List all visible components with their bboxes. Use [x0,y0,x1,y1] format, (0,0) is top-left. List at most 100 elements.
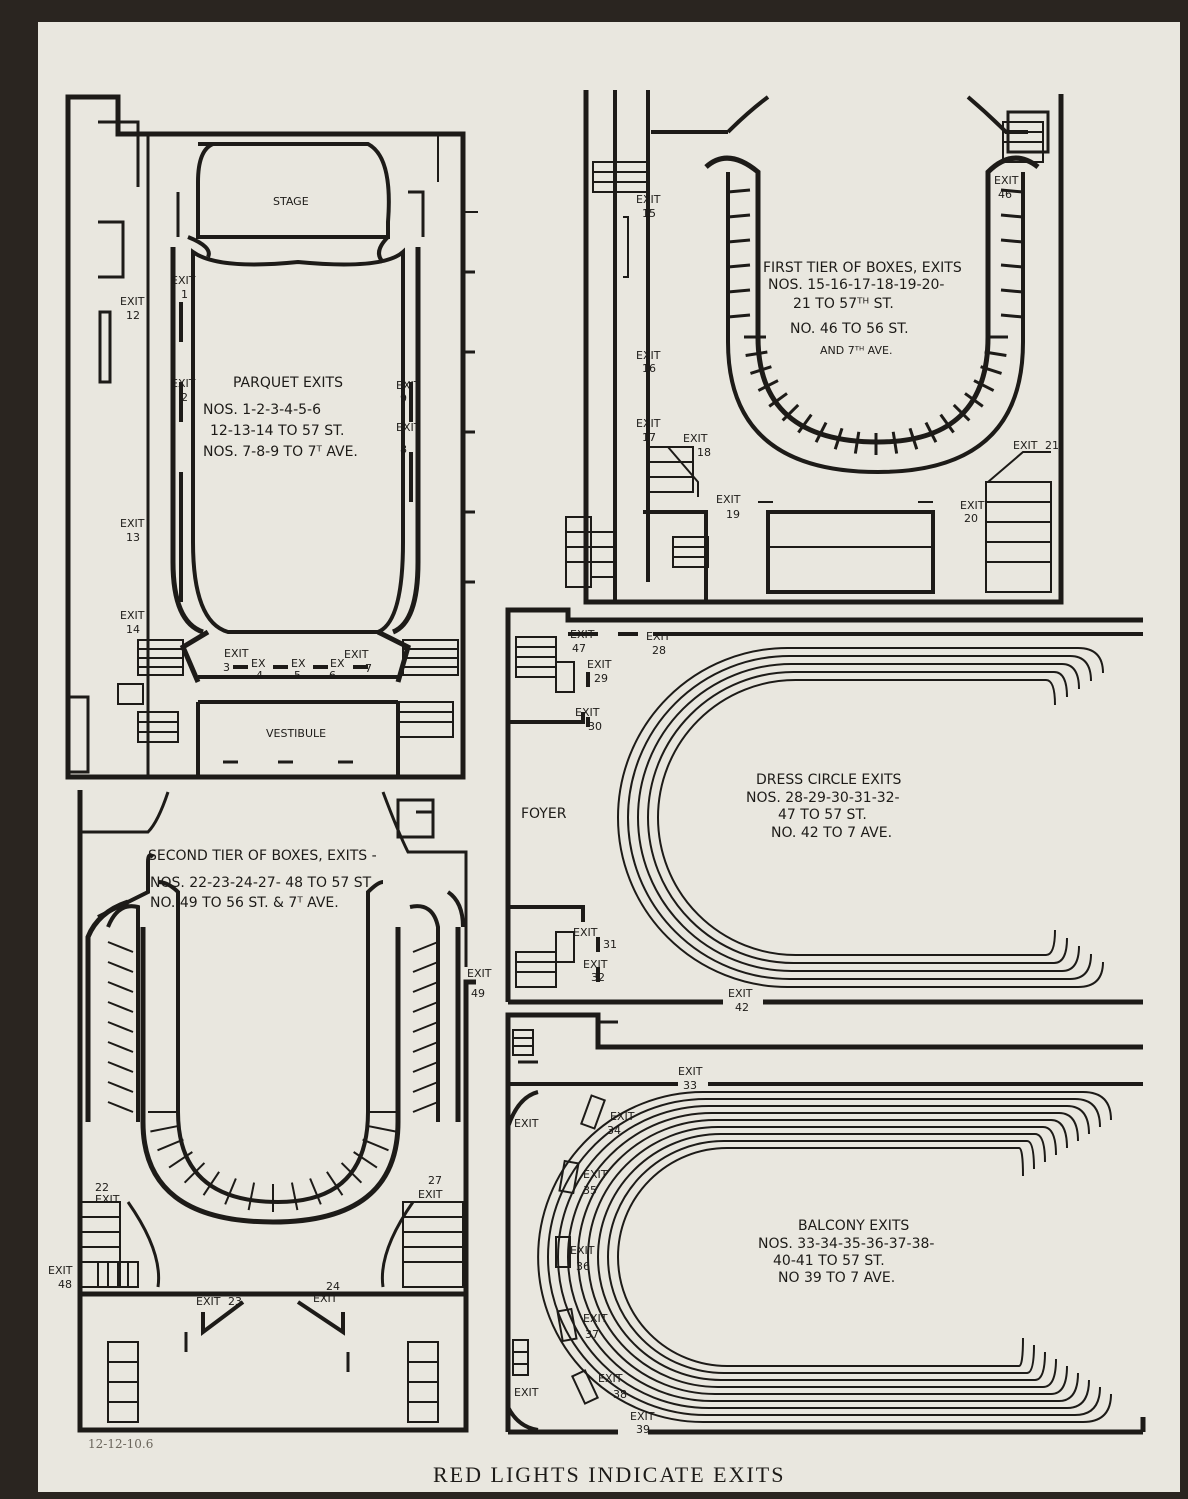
plan-stroke [1000,238,1024,244]
first-tier-title: FIRST TIER OF BOXES, EXITS [763,260,962,276]
seat-row [1042,1358,1057,1388]
exit-number: 38 [613,1388,627,1401]
plan-stroke [326,1171,344,1196]
dress-circle-line-2: 47 TO 57 ST. [778,807,867,823]
plan-stroke [353,1151,378,1169]
exit-label: EXIT [224,647,249,660]
seat-row [597,1133,1035,1381]
exit-label: EXIT [575,706,600,719]
plan-stroke [1000,188,1024,194]
dress-circle-line-1: NOS. 28-29-30-31-32- [746,790,900,806]
seat-row [1053,937,1068,964]
plan-stroke [727,188,751,194]
plan-stroke [183,1162,206,1184]
plan-stroke [107,1021,134,1033]
exit-label: EXIT [960,499,985,512]
parquet-plan: STAGE VESTIBULE PARQUET EXITS NOS. 1-2-3… [65,94,478,780]
exit-label: EXIT [196,1295,221,1308]
plan-stroke [107,1101,134,1113]
program-page: STAGE VESTIBULE PARQUET EXITS NOS. 1-2-3… [38,22,1180,1492]
plan-stroke [107,981,134,993]
second-tier-line-2: NO. 49 TO 56 ST. & 7ᵀ AVE. [150,895,339,911]
plan-stroke [891,431,899,454]
first-tier-line-3: NO. 46 TO 56 ST. [790,321,909,337]
plan-stroke [797,413,813,434]
plan-stroke [412,1021,439,1033]
exit-label: EXIT [630,1410,655,1423]
plan-stroke [727,213,751,219]
plan-stroke [833,427,844,450]
ex-label: EX [251,657,266,670]
exit-label: EXIT [120,609,145,622]
plan-stroke [768,392,788,408]
seat-row [567,1112,1059,1402]
seat-row [1069,655,1092,682]
exit-number: 15 [642,207,656,220]
exit-number: 33 [683,1079,697,1092]
plan-stroke [1000,288,1024,294]
plan-stroke [362,1138,389,1152]
plan-stroke [412,961,439,973]
exit-number: 22 [95,1181,109,1194]
theatre-floor-plans: STAGE VESTIBULE PARQUET EXITS NOS. 1-2-3… [48,90,1146,1487]
exit-number: 13 [126,531,140,544]
seat-row [1061,945,1080,972]
exit-number: 31 [603,938,617,951]
exit-number: 47 [572,642,586,655]
plan-stroke [727,263,751,269]
exit-label: EXIT [610,1110,635,1123]
exit-number: 6 [329,669,336,682]
seat-row [1026,1344,1035,1374]
exit-label: EXIT [587,658,612,671]
plan-stroke [727,313,751,319]
first-tier-line-2: 21 TO 57ᵀᴴ ST. [793,296,894,312]
seat-row [537,1091,1083,1423]
plan-stroke [412,1041,439,1053]
seat-row [1082,1393,1112,1423]
seat-row [1066,1379,1090,1409]
plan-stroke [980,365,1003,375]
first-tier-plan: FIRST TIER OF BOXES, EXITS NOS. 15-16-17… [565,90,1064,605]
exit-label: EXIT [396,421,421,434]
plan-stroke [247,1182,256,1211]
exit-label: EXIT [583,958,608,971]
exit-label: EXIT [95,1193,120,1206]
plan-stroke [340,1162,363,1184]
plan-stroke [939,413,955,434]
balcony-line-2: 40-41 TO 57 ST. [773,1253,885,1269]
exit-number: 39 [636,1423,650,1436]
seat-row [1074,1386,1101,1416]
seat-row [1050,1119,1068,1149]
seat-row [1042,1126,1057,1156]
exit-number: 5 [294,669,301,682]
plan-stroke [814,421,828,443]
exit-label: EXIT [583,1312,608,1325]
plan-stroke [107,941,134,953]
seat-row [1034,1351,1046,1381]
exit-number: 18 [697,446,711,459]
exit-number: 19 [726,508,740,521]
balcony-plan: BALCONY EXITS NOS. 33-34-35-36-37-38- 40… [505,1012,1146,1436]
exit-number: 34 [607,1124,621,1137]
plan-stroke [1000,213,1024,219]
exit-label: EXIT [994,174,1019,187]
plan-stroke [727,288,751,294]
dress-circle-line-3: NO. 42 TO 7 AVE. [771,825,892,841]
plan-stroke [412,1001,439,1013]
exit-number: 16 [642,362,656,375]
second-tier-title: SECOND TIER OF BOXES, EXITS - [148,848,377,864]
exit-label: EXIT [418,1188,443,1201]
footer-caption: RED LIGHTS INDICATE EXITS [433,1462,785,1487]
exit-number: 9 [400,392,407,405]
plan-stroke [309,1178,322,1205]
seat-row [657,679,1046,956]
exit-number: 29 [594,672,608,685]
plan-stroke [964,392,984,408]
seat-row [557,1105,1067,1409]
exit-number: 8 [400,443,407,456]
exit-number: 2 [181,391,188,404]
plan-stroke [412,1101,439,1113]
plan-stroke [367,1125,396,1133]
plan-stroke [853,431,861,454]
exit-number: 23 [228,1295,242,1308]
